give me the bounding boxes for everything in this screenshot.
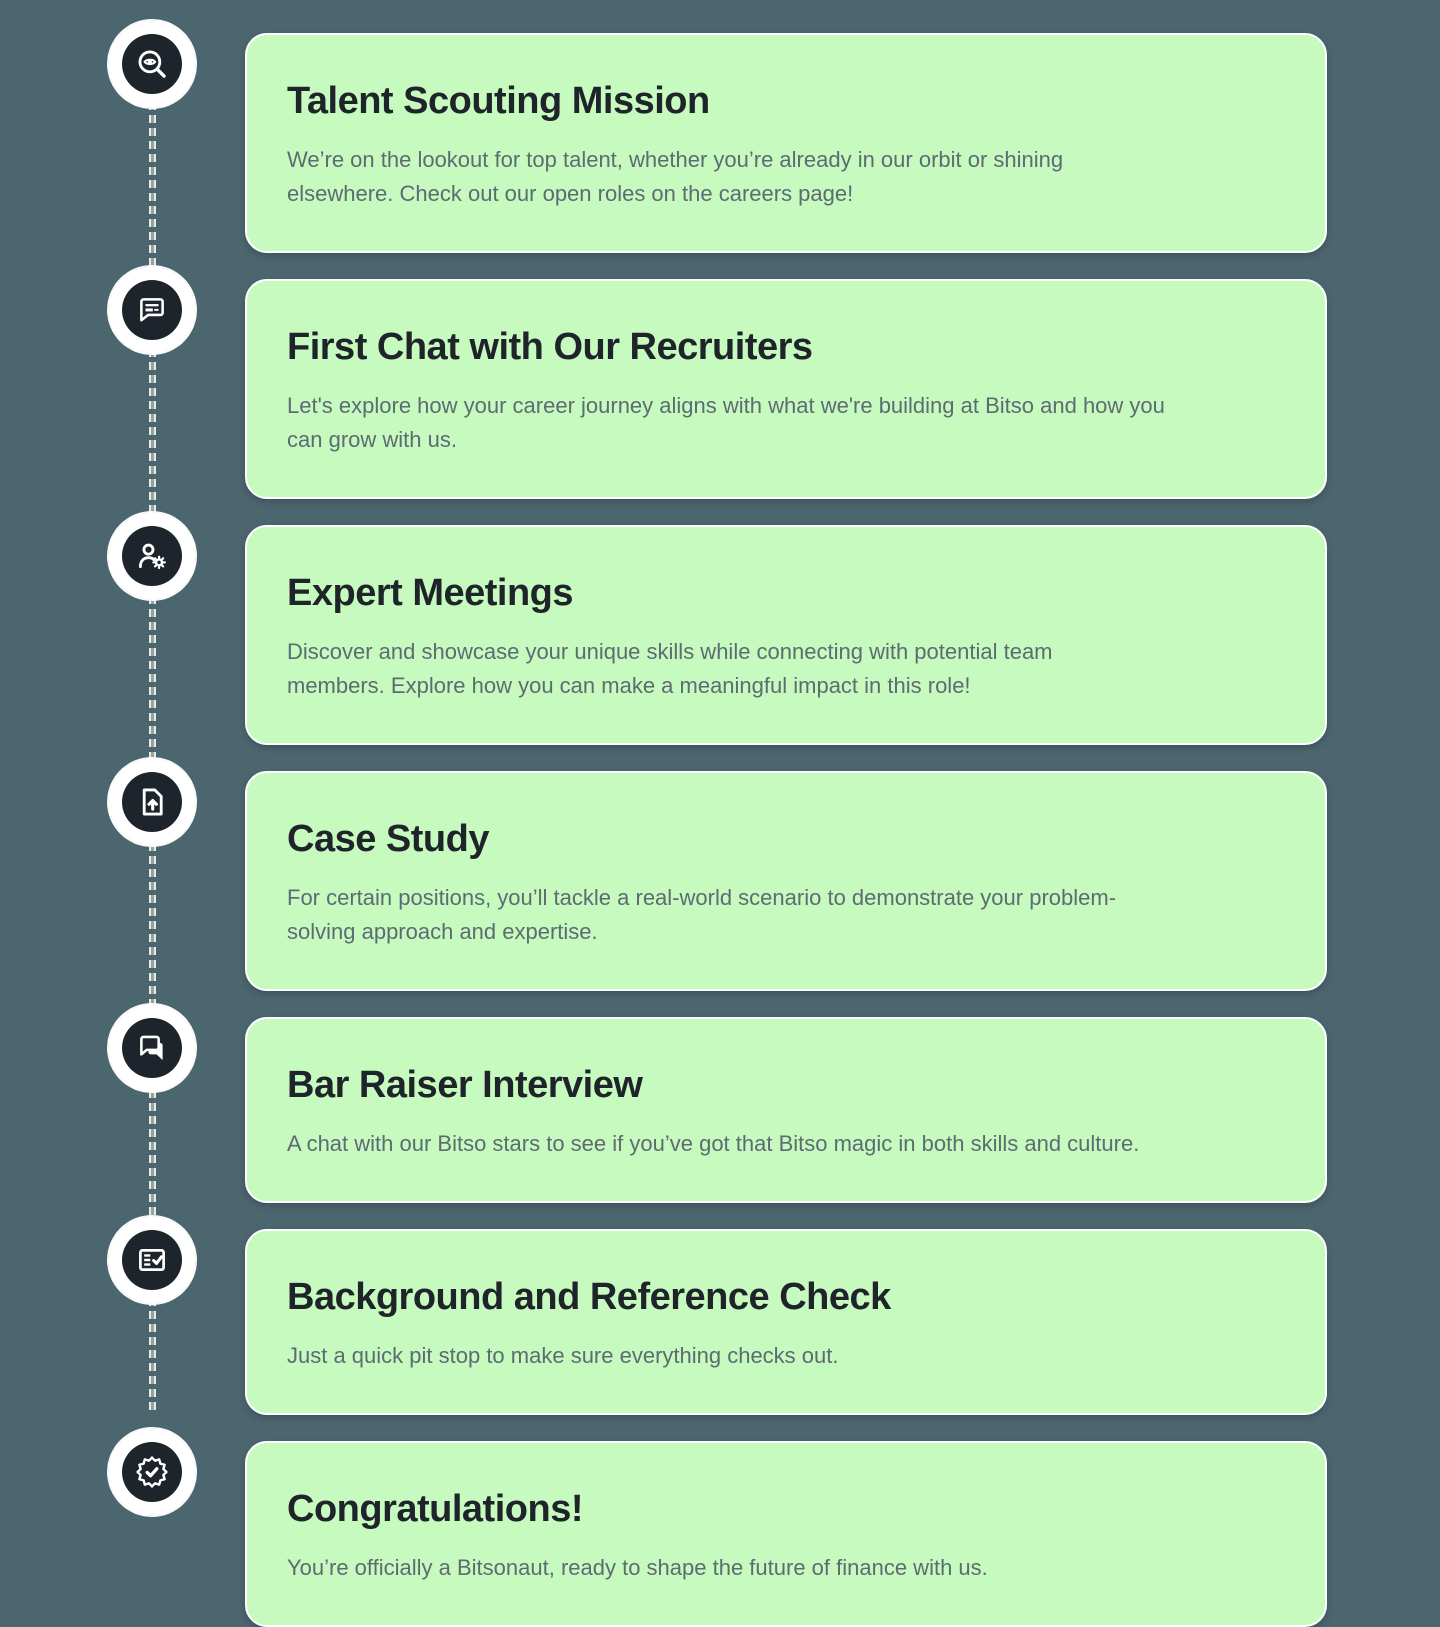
- timeline-step-congratulations: Congratulations! You’re officially a Bit…: [0, 1427, 1440, 1627]
- step-title: Expert Meetings: [287, 572, 574, 614]
- step-badge: [107, 1427, 197, 1517]
- timeline-step-first-chat: First Chat with Our Recruiters Let's exp…: [0, 265, 1440, 499]
- step-title: Case Study: [287, 818, 489, 860]
- step-card: Talent Scouting Mission We’re on the loo…: [245, 33, 1327, 253]
- timeline-step-case-study: Case Study For certain positions, you’ll…: [0, 757, 1440, 991]
- timeline-step-talent-scouting: Talent Scouting Mission We’re on the loo…: [0, 19, 1440, 253]
- step-title: Bar Raiser Interview: [287, 1064, 643, 1106]
- timeline-step-expert-meetings: Expert Meetings Discover and showcase yo…: [0, 511, 1440, 745]
- step-badge: [107, 19, 197, 109]
- fact-check-icon: [122, 1230, 182, 1290]
- step-description: You’re officially a Bitsonaut, ready to …: [287, 1555, 988, 1580]
- forum-bubbles-icon: [122, 1018, 182, 1078]
- step-card: Background and Reference Check Just a qu…: [245, 1229, 1327, 1415]
- step-badge: [107, 1003, 197, 1093]
- chat-message-icon: [122, 280, 182, 340]
- eye-search-icon: [122, 34, 182, 94]
- step-badge: [107, 265, 197, 355]
- step-card: Congratulations! You’re officially a Bit…: [245, 1441, 1327, 1627]
- step-description: We’re on the lookout for top talent, whe…: [287, 147, 1064, 206]
- timeline-step-background-check: Background and Reference Check Just a qu…: [0, 1215, 1440, 1415]
- timeline-connector: [149, 63, 156, 1413]
- file-upload-icon: [122, 772, 182, 832]
- step-badge: [107, 511, 197, 601]
- step-card: Bar Raiser Interview A chat with our Bit…: [245, 1017, 1327, 1203]
- step-description: For certain positions, you’ll tackle a r…: [287, 885, 1117, 944]
- timeline-step-bar-raiser: Bar Raiser Interview A chat with our Bit…: [0, 1003, 1440, 1203]
- step-title: First Chat with Our Recruiters: [287, 326, 813, 368]
- step-card: Case Study For certain positions, you’ll…: [245, 771, 1327, 991]
- person-gear-icon: [122, 526, 182, 586]
- verified-badge-icon: [122, 1442, 182, 1502]
- step-card: Expert Meetings Discover and showcase yo…: [245, 525, 1327, 745]
- step-card: First Chat with Our Recruiters Let's exp…: [245, 279, 1327, 499]
- step-description: Just a quick pit stop to make sure every…: [287, 1343, 839, 1368]
- step-title: Congratulations!: [287, 1488, 583, 1530]
- step-description: Discover and showcase your unique skills…: [287, 639, 1053, 698]
- step-description: Let's explore how your career journey al…: [287, 393, 1165, 452]
- step-badge: [107, 1215, 197, 1305]
- step-title: Talent Scouting Mission: [287, 80, 710, 122]
- step-badge: [107, 757, 197, 847]
- step-title: Background and Reference Check: [287, 1276, 891, 1318]
- step-description: A chat with our Bitso stars to see if yo…: [287, 1131, 1140, 1156]
